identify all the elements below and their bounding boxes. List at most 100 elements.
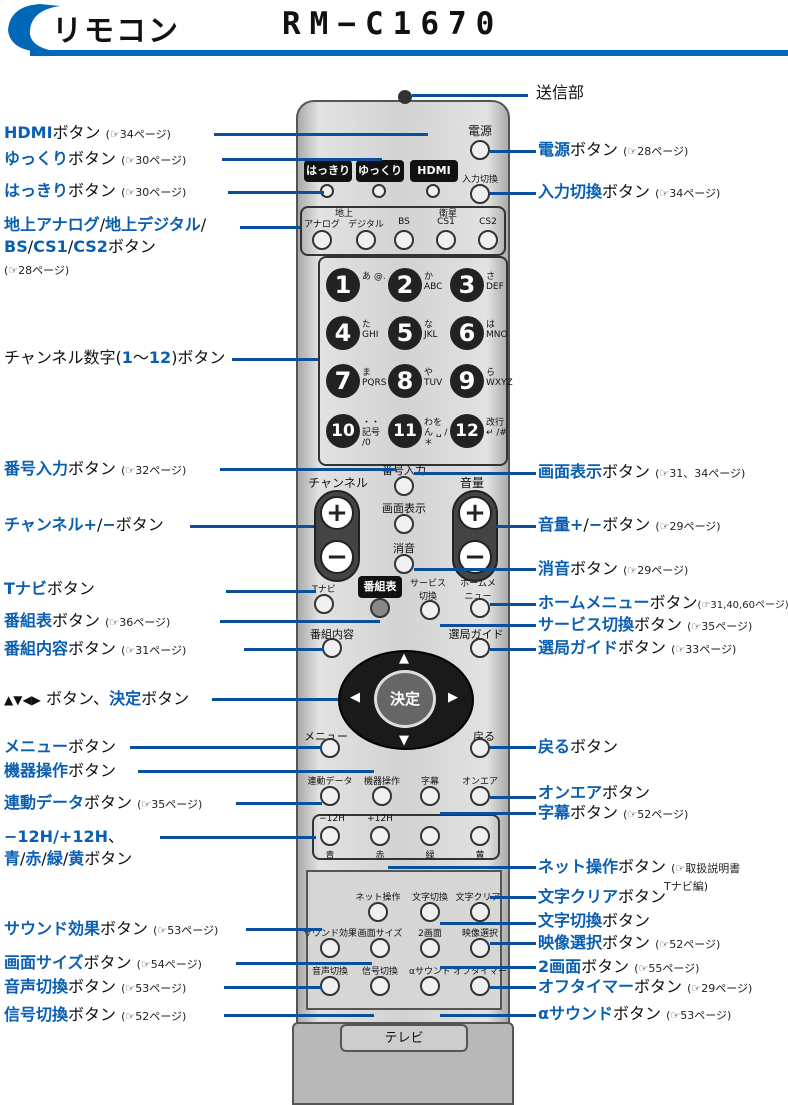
cs2-button[interactable]	[478, 230, 498, 250]
signal-switch-button[interactable]	[370, 976, 390, 996]
bangumihyo-label: 番組表	[358, 576, 402, 598]
tnavi-button[interactable]	[314, 594, 334, 614]
jimaku-button[interactable]	[420, 786, 440, 806]
header-swoosh	[8, 4, 60, 52]
number-button-12[interactable]: 12	[450, 414, 484, 448]
back-button[interactable]	[470, 738, 490, 758]
number-button-5[interactable]: 5	[388, 316, 422, 350]
label-broadcast-2: BS/CS1/CS2ボタン	[4, 237, 156, 256]
kiki-button[interactable]	[372, 786, 392, 806]
video-select-button[interactable]	[470, 938, 490, 958]
leader-kiki	[138, 770, 374, 773]
number-button-7[interactable]: 7	[326, 364, 360, 398]
hdmi-button[interactable]: HDMI	[410, 160, 458, 182]
off-timer-button[interactable]	[470, 976, 490, 996]
onair-label: オンエア	[461, 777, 499, 787]
label-kiki: 機器操作ボタン	[4, 761, 117, 780]
alpha-sound-button[interactable]	[420, 976, 440, 996]
number-button-6[interactable]: 6	[450, 316, 484, 350]
arrow-up-icon[interactable]: ▲	[399, 651, 409, 666]
display-button[interactable]	[394, 514, 414, 534]
label-on-air: オンエアボタン	[538, 783, 651, 802]
menu-button[interactable]	[320, 738, 340, 758]
tnavi-label: Tナビ	[312, 585, 336, 595]
power-button[interactable]	[470, 140, 490, 160]
station-guide-button[interactable]	[470, 638, 490, 658]
label-volume: 音量+/−ボタン (☞29ページ)	[538, 515, 721, 534]
volume-label: 音量	[459, 476, 485, 490]
bangumihyo-button[interactable]	[370, 598, 390, 618]
leader-net	[388, 866, 536, 869]
number-button-4[interactable]: 4	[326, 316, 360, 350]
channel-rocker[interactable]: + −	[314, 490, 360, 582]
number-sub-label-1: あ @.	[362, 272, 386, 282]
rendo-data-button[interactable]	[320, 786, 340, 806]
hdmi-dot[interactable]	[426, 184, 440, 198]
channel-up-icon[interactable]: +	[320, 496, 354, 530]
label-number-input: 番号入力ボタン (☞32ページ)	[4, 459, 187, 478]
number-button-11[interactable]: 11	[388, 414, 422, 448]
two-screen-label: 2画面	[418, 929, 442, 939]
analog-button[interactable]	[312, 230, 332, 250]
arrow-left-icon[interactable]: ◀	[350, 690, 360, 705]
net-button[interactable]	[368, 902, 388, 922]
moji-label: 文字切換	[411, 893, 449, 903]
two-screen-button[interactable]	[420, 938, 440, 958]
blue-button[interactable]	[320, 826, 340, 846]
mojiclear-label: 文字クリア	[455, 893, 501, 903]
screen-size-button[interactable]	[370, 938, 390, 958]
label-service-switch: サービス切換ボタン (☞35ページ)	[538, 615, 753, 634]
service-switch-button[interactable]	[420, 600, 440, 620]
jimaku-label: 字幕	[420, 777, 440, 787]
input-switch-button[interactable]	[470, 184, 490, 204]
channel-down-icon[interactable]: −	[320, 540, 354, 574]
leader-naiyo	[244, 648, 324, 651]
eizo-label: 映像選択	[461, 929, 499, 939]
number-button-3[interactable]: 3	[450, 268, 484, 302]
label-alpha-sound: αサウンドボタン (☞53ページ)	[538, 1004, 732, 1023]
yukkuri-button[interactable]: ゆっくり	[356, 160, 404, 182]
hakkiri-button[interactable]: はっきり	[304, 160, 352, 182]
mute-button[interactable]	[394, 554, 414, 574]
sound-effect-button[interactable]	[320, 938, 340, 958]
red-button[interactable]	[370, 826, 390, 846]
label-off-timer: オフタイマーボタン (☞29ページ)	[538, 977, 753, 996]
label-audio-switch: 音声切換ボタン (☞53ページ)	[4, 977, 187, 996]
yukkuri-dot[interactable]	[372, 184, 386, 198]
number-button-10[interactable]: 10	[326, 414, 360, 448]
mute-label: 消音	[393, 542, 415, 555]
cs1-button[interactable]	[436, 230, 456, 250]
leader-yukkuri	[222, 158, 382, 161]
yellow-button[interactable]	[470, 826, 490, 846]
label-mute: 消音ボタン (☞29ページ)	[538, 559, 689, 578]
label-video-select: 映像選択ボタン (☞52ページ)	[538, 933, 721, 952]
volume-up-icon[interactable]: +	[458, 496, 492, 530]
rendo-label: 連動データ	[307, 777, 353, 787]
tv-label: テレビ	[340, 1024, 468, 1052]
kiki-label: 機器操作	[363, 777, 401, 787]
number-button-8[interactable]: 8	[388, 364, 422, 398]
number-input-button[interactable]	[394, 476, 414, 496]
bs-button[interactable]	[394, 230, 414, 250]
green-button[interactable]	[420, 826, 440, 846]
minus12h-label: −12H	[319, 814, 345, 824]
number-button-2[interactable]: 2	[388, 268, 422, 302]
bangumi-naiyo-button[interactable]	[322, 638, 342, 658]
moji-switch-button[interactable]	[420, 902, 440, 922]
number-button-1[interactable]: 1	[326, 268, 360, 302]
kettei-button[interactable]: 決定	[374, 670, 436, 728]
model-number: RM−C1670	[282, 6, 504, 42]
arrow-right-icon[interactable]: ▶	[448, 690, 458, 705]
onair-button[interactable]	[470, 786, 490, 806]
label-colors: 青/赤/緑/黄ボタン	[4, 849, 133, 868]
number-sub-label-6: は MNO	[486, 320, 508, 340]
leader-jimaku	[440, 812, 536, 815]
home-menu-button[interactable]	[470, 598, 490, 618]
arrow-down-icon[interactable]: ▼	[399, 733, 409, 748]
number-button-9[interactable]: 9	[450, 364, 484, 398]
moji-clear-button[interactable]	[470, 902, 490, 922]
audio-switch-button[interactable]	[320, 976, 340, 996]
guide-label: 選局ガイド	[448, 628, 504, 641]
number-sub-label-12: 改行 ↵ /#	[486, 418, 507, 438]
digital-button[interactable]	[356, 230, 376, 250]
